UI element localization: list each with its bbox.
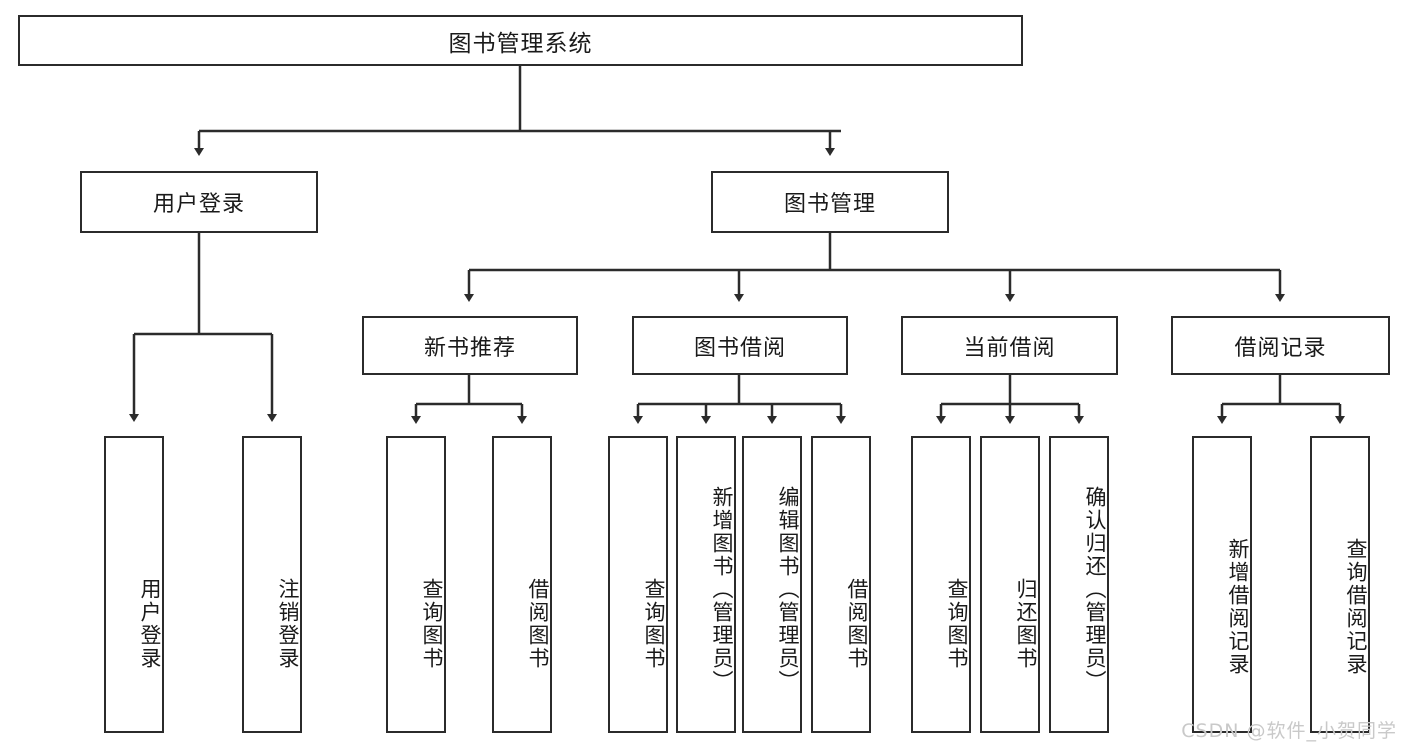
leaf-record-add-record[interactable]: 新增借阅记录: [1192, 436, 1252, 733]
node-label: 查询图书: [945, 577, 969, 670]
node-label: 编辑图书（管理员）: [776, 486, 800, 693]
node-label: 图书借阅: [693, 335, 786, 361]
node-label: 确认归还（管理员）: [1083, 486, 1107, 693]
node-label: 新书推荐: [423, 335, 516, 361]
node-label: 新增图书（管理员）: [710, 486, 734, 693]
node-label: 当前借阅: [963, 335, 1056, 361]
leaf-current-return-book[interactable]: 归还图书: [980, 436, 1040, 733]
node-label: 查询图书: [642, 577, 666, 670]
node-label: 用户登录: [138, 577, 162, 670]
leaf-borrow-borrow-book[interactable]: 借阅图书: [811, 436, 871, 733]
node-book-borrow[interactable]: 图书借阅: [632, 316, 848, 375]
leaf-user-login-login[interactable]: 用户登录: [104, 436, 164, 733]
node-label: 借阅图书: [526, 577, 550, 670]
leaf-borrow-add-book-admin[interactable]: 新增图书（管理员）: [676, 436, 736, 733]
node-label: 新增借阅记录: [1226, 537, 1250, 676]
node-label: 图书管理: [783, 192, 876, 217]
node-current-borrow[interactable]: 当前借阅: [901, 316, 1118, 375]
node-borrow-record[interactable]: 借阅记录: [1171, 316, 1390, 375]
node-label: 图书管理系统: [448, 30, 593, 57]
leaf-new-book-query[interactable]: 查询图书: [386, 436, 446, 733]
leaf-borrow-edit-book-admin[interactable]: 编辑图书（管理员）: [742, 436, 802, 733]
node-root-book-management-system[interactable]: 图书管理系统: [18, 15, 1023, 66]
leaf-new-book-borrow[interactable]: 借阅图书: [492, 436, 552, 733]
node-label: 查询借阅记录: [1344, 537, 1368, 676]
node-label: 借阅记录: [1234, 335, 1327, 361]
node-book-management[interactable]: 图书管理: [711, 171, 949, 233]
node-label: 用户登录: [152, 192, 245, 217]
leaf-record-query-record[interactable]: 查询借阅记录: [1310, 436, 1370, 733]
leaf-current-query-book[interactable]: 查询图书: [911, 436, 971, 733]
node-label: 注销登录: [276, 577, 300, 670]
leaf-user-login-logout[interactable]: 注销登录: [242, 436, 302, 733]
node-label: 借阅图书: [845, 577, 869, 670]
node-new-book-recommend[interactable]: 新书推荐: [362, 316, 578, 375]
leaf-borrow-query-book[interactable]: 查询图书: [608, 436, 668, 733]
leaf-current-confirm-return-admin[interactable]: 确认归还（管理员）: [1049, 436, 1109, 733]
node-label: 归还图书: [1014, 577, 1038, 670]
node-user-login[interactable]: 用户登录: [80, 171, 318, 233]
node-label: 查询图书: [420, 577, 444, 670]
